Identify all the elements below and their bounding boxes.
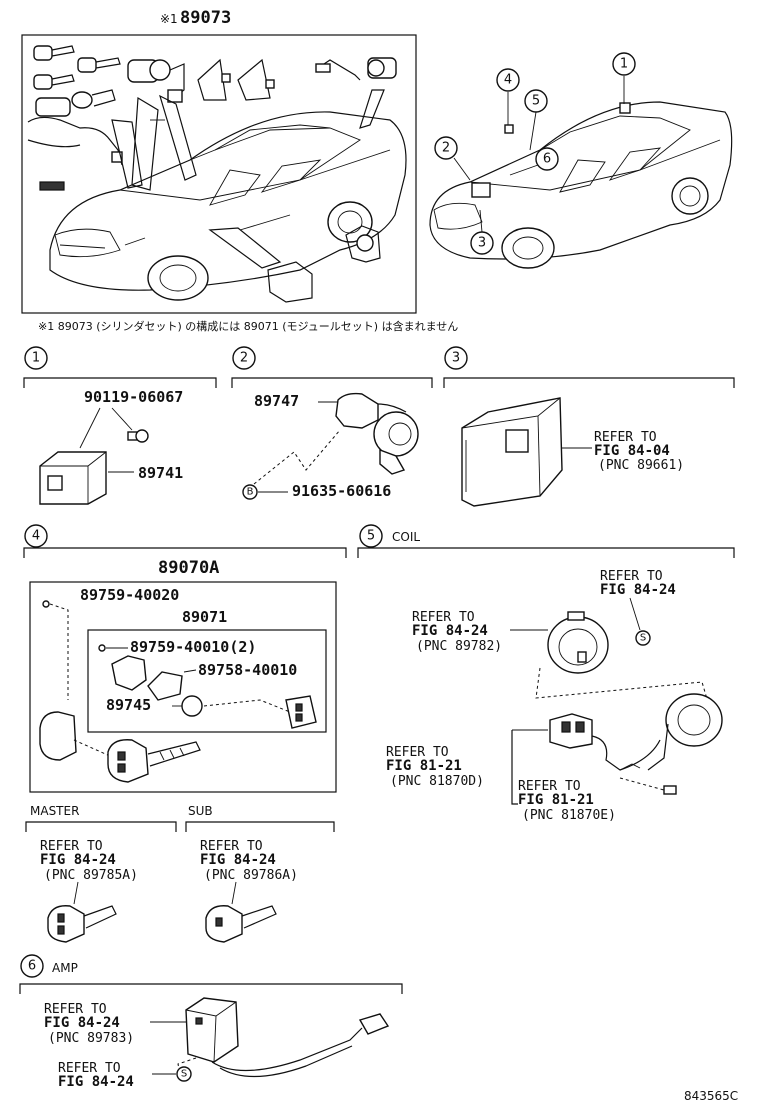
section-1-part-90119: 90119-06067	[84, 388, 183, 406]
overview-callout-4: 4	[504, 73, 512, 88]
car-drawing-left	[49, 111, 407, 301]
sub-key-refer-line2: FIG 84-24	[200, 852, 276, 868]
master-key-refer-line2: FIG 84-24	[40, 852, 116, 868]
coil-ref-mid-right-line2: FIG 81-21	[518, 792, 594, 808]
coil-ref-mid-left-pnc: (PNC 81870D)	[390, 774, 484, 789]
sub-key-drawing	[205, 881, 277, 943]
section-6-label: AMP	[52, 961, 78, 975]
coil-ref-mid-left-line1: REFER TO	[386, 745, 449, 760]
coil-ref-left-line2: FIG 84-24	[412, 623, 488, 639]
section-2-b-mark: B	[247, 487, 254, 498]
section-2-drawing: B	[242, 392, 419, 500]
master-key-label: MASTER	[30, 804, 79, 818]
section-4-assembly-89070A: 89070A	[158, 558, 219, 578]
section-3-refer-line2: FIG 84-04	[594, 443, 670, 459]
section-4-bracket	[23, 547, 347, 558]
coil-ref-mid-right-pnc: (PNC 81870E)	[522, 808, 616, 823]
section-4-drawing	[39, 600, 317, 783]
figure-code: 843565C	[684, 1089, 738, 1103]
overview-callout-5: 5	[532, 94, 540, 109]
section-1-bracket	[23, 377, 217, 388]
section-4-part-89745: 89745	[106, 696, 151, 714]
sub-key-refer-pnc: (PNC 89786A)	[204, 868, 298, 883]
section-4-part-89759-40010: 89759-40010(2)	[130, 638, 256, 656]
section-5-label: COIL	[392, 530, 420, 544]
cylinder-set-note: ※1 89073 (シリンダセット) の構成には 89071 (モジュールセット…	[38, 319, 458, 333]
amp-s-mark: S	[181, 1069, 187, 1080]
coil-ref-top-line1: REFER TO	[600, 569, 663, 584]
amp-ref-upper-line2: FIG 84-24	[44, 1015, 120, 1031]
coil-ref-top-line2: FIG 84-24	[600, 582, 676, 598]
section-2-part-89747: 89747	[254, 392, 299, 410]
coil-s-mark: S	[640, 633, 646, 644]
master-key-bracket	[25, 821, 177, 832]
section-4-inner-frame	[87, 629, 327, 733]
section-4-part-89758-40010: 89758-40010	[198, 661, 297, 679]
section-2-callout: 2	[240, 351, 248, 366]
master-key-refer-line1: REFER TO	[40, 839, 103, 854]
amp-ref-upper-line1: REFER TO	[44, 1002, 107, 1017]
overview-callouts: 1 2 3 4 5 6	[434, 52, 636, 255]
overview-callout-3: 3	[478, 236, 486, 251]
section-2-bracket	[231, 377, 433, 388]
overview-callout-2: 2	[442, 141, 450, 156]
top-assembly-frame	[21, 34, 417, 314]
section-2-part-91635: 91635-60616	[292, 482, 391, 500]
amp-ref-upper-pnc: (PNC 89783)	[48, 1031, 134, 1046]
overview-callout-1-circle	[612, 52, 636, 76]
section-3-callout: 3	[452, 351, 460, 366]
section-3-bracket	[443, 377, 735, 388]
cylinder-set-parts	[27, 45, 397, 303]
coil-ref-left-line1: REFER TO	[412, 610, 475, 625]
section-4-part-89071: 89071	[182, 608, 227, 626]
overview-callout-1: 1	[620, 57, 628, 72]
section-1-part-89741: 89741	[138, 464, 183, 482]
sub-key-bracket	[185, 821, 335, 832]
section-5-bracket	[357, 547, 735, 558]
section-4-part-89759-40020: 89759-40020	[80, 586, 179, 604]
sub-key-refer-line1: REFER TO	[200, 839, 263, 854]
section-1-callout: 1	[32, 351, 40, 366]
top-mark: ※1	[160, 12, 178, 26]
car-drawing-right	[429, 101, 733, 269]
section-3-refer-pnc: (PNC 89661)	[598, 458, 684, 473]
master-key-drawing	[47, 881, 117, 943]
top-part-number: 89073	[180, 8, 231, 28]
section-5-callout: 5	[367, 529, 375, 544]
overview-callout-6: 6	[543, 152, 551, 167]
amp-ref-lower-line2: FIG 84-24	[58, 1074, 134, 1090]
section-3-drawing	[461, 397, 592, 507]
section-1-drawing	[39, 407, 149, 505]
coil-ref-mid-right-line1: REFER TO	[518, 779, 581, 794]
master-key-refer-pnc: (PNC 89785A)	[44, 868, 138, 883]
section-6-drawing: S	[150, 997, 390, 1082]
section-5-drawing: S	[510, 597, 723, 805]
top-leader-wedges	[111, 89, 385, 269]
sub-key-label: SUB	[188, 804, 213, 818]
section-4-callout: 4	[32, 529, 40, 544]
section-4-frame	[29, 581, 337, 793]
section-6-callout: 6	[28, 959, 36, 974]
section-6-bracket	[19, 983, 403, 994]
section-3-refer-line1: REFER TO	[594, 430, 657, 445]
coil-ref-left-pnc: (PNC 89782)	[416, 639, 502, 654]
amp-ref-lower-line1: REFER TO	[58, 1061, 121, 1076]
coil-ref-mid-left-line2: FIG 81-21	[386, 758, 462, 774]
